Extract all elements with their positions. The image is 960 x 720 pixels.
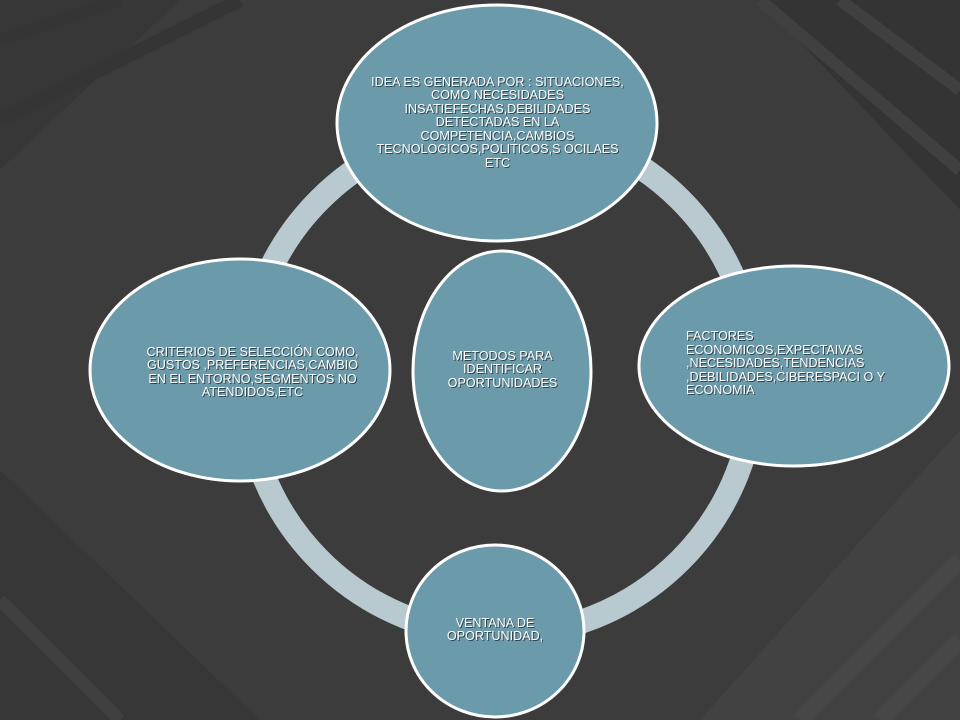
left-node-shape: [88, 257, 392, 483]
right-node-label: FACTORES ECONOMICOS,EXPECTAIVAS ,NECESID…: [686, 329, 885, 398]
right-node-shape: [637, 264, 951, 468]
center-node-label: METODOS PARA IDENTIFICAR OPORTUNIDADES: [447, 348, 558, 390]
top-node-shape: [335, 3, 659, 243]
center-node-shape: [411, 249, 593, 493]
top-node-label: IDEA ES GENERADA POR : SITUACIONES, COMO…: [371, 75, 624, 170]
left-node-label: CRITERIOS DE SELECCIÓN COMO, GUSTOS ,PRE…: [146, 344, 359, 399]
bottom-node-shape: [404, 543, 586, 719]
bottom-node-label: VENTANA DE OPORTUNIDAD,: [446, 615, 544, 643]
